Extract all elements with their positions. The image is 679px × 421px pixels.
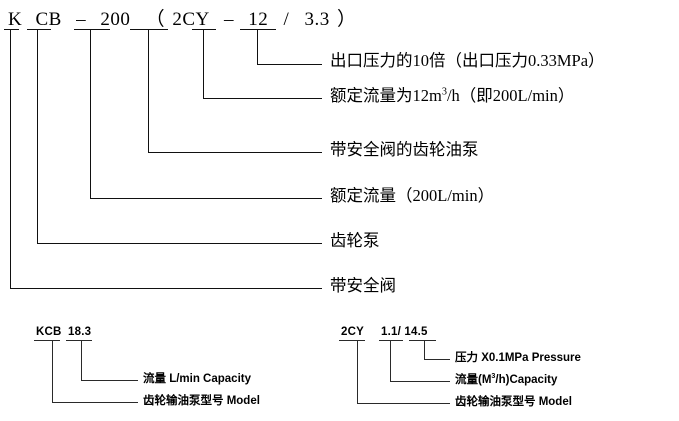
token-underline-2cy (130, 29, 168, 30)
token-underline-k (4, 29, 19, 30)
sub-right-code-model: 2CY (341, 326, 364, 338)
annotation-rated-flow-m3h: 额定流量为12m3/h（即200L/min） (330, 86, 575, 105)
sub-right-hline-3 (357, 403, 450, 404)
sub-right-label-capacity: 流量(M3/h)Capacity (455, 372, 558, 386)
leader-hline-3 (148, 152, 322, 153)
leader-hline-1 (257, 64, 322, 65)
leader-vline-6 (10, 29, 11, 288)
sub-right-hline-2 (390, 381, 450, 382)
code-paren-open: （ (145, 9, 166, 30)
code-token-k: K (8, 9, 23, 30)
sub-left-hline-2 (52, 402, 138, 403)
code-token-cb: CB (35, 9, 62, 30)
sub-right-underline-model (339, 340, 365, 341)
superscript-three-right: 3 (491, 372, 496, 381)
sub-left-underline-value (66, 340, 92, 341)
annotation-gear-pump: 齿轮泵 (330, 231, 380, 250)
superscript-three: 3 (441, 86, 447, 98)
leader-hline-4 (90, 198, 322, 199)
leader-vline-5 (37, 29, 38, 243)
code-token-2cy: 2CY (172, 9, 210, 30)
annotation-rated-flow-lmin: 额定流量（200L/min） (330, 186, 495, 205)
leader-hline-5 (37, 243, 322, 244)
token-underline-33 (240, 29, 276, 30)
leader-hline-6 (10, 288, 322, 289)
sub-left-vline-2 (52, 340, 53, 402)
annotation-text-5: 齿轮泵 (330, 231, 380, 250)
sub-left-code-model: KCB (36, 326, 62, 338)
sub-left-label-model: 齿轮输油泵型号 Model (143, 395, 260, 407)
sub-right-underline-pressure (409, 340, 436, 341)
token-underline-cb (27, 29, 51, 30)
annotation-text-4: 额定流量（200L/min） (330, 186, 495, 205)
sub-right-vline-3 (357, 340, 358, 403)
sub-left-vline-1 (81, 340, 82, 380)
token-underline-200 (74, 29, 110, 30)
leader-vline-2 (203, 29, 204, 98)
annotation-text-2-post: /h（即200L/min） (446, 86, 575, 105)
annotation-outlet-pressure: 出口压力的10倍（出口压力0.33MPa） (330, 51, 605, 70)
code-dash-2: – (224, 9, 235, 30)
annotation-text-6: 带安全阀 (330, 276, 396, 295)
token-underline-12 (192, 29, 216, 30)
leader-vline-1 (257, 29, 258, 64)
leader-hline-2 (203, 98, 322, 99)
sub-left-underline-model (34, 340, 60, 341)
sub-left-hline-1 (81, 380, 138, 381)
code-token-200: 200 (100, 9, 131, 30)
annotation-text-1: 出口压力的10倍（出口压力0.33MPa） (330, 51, 605, 70)
code-paren-close: ） (337, 9, 357, 30)
leader-vline-4 (90, 29, 91, 198)
sub-right-vline-1 (424, 340, 425, 359)
sub-right-underline-flow (379, 340, 403, 341)
code-token-33: 3.3 (304, 9, 330, 30)
code-slash: / (283, 9, 290, 30)
sub-right-vline-2 (390, 340, 391, 381)
sub-right-label-model: 齿轮输油泵型号 Model (455, 396, 572, 408)
sub-left-code-value: 18.3 (68, 326, 92, 338)
code-dash-1: – (76, 9, 87, 30)
sub-left-label-capacity: 流量 L/min Capacity (143, 373, 251, 385)
sub-right-hline-1 (424, 359, 450, 360)
sub-right-label-pressure: 压力 X0.1MPa Pressure (455, 352, 581, 364)
leader-vline-3 (148, 29, 149, 152)
annotation-text-2-pre: 额定流量为12m (330, 86, 442, 105)
annotation-with-safety-valve: 带安全阀 (330, 276, 396, 295)
annotation-text-3: 带安全阀的齿轮油泵 (330, 140, 479, 159)
sub-right-code-value: 1.1/ 14.5 (381, 326, 428, 338)
annotation-gear-oil-pump-with-valve: 带安全阀的齿轮油泵 (330, 140, 479, 159)
model-code-line: K CB – 200 （ 2CY – 12 / 3.3 ） (8, 4, 359, 31)
code-token-12: 12 (248, 9, 269, 30)
